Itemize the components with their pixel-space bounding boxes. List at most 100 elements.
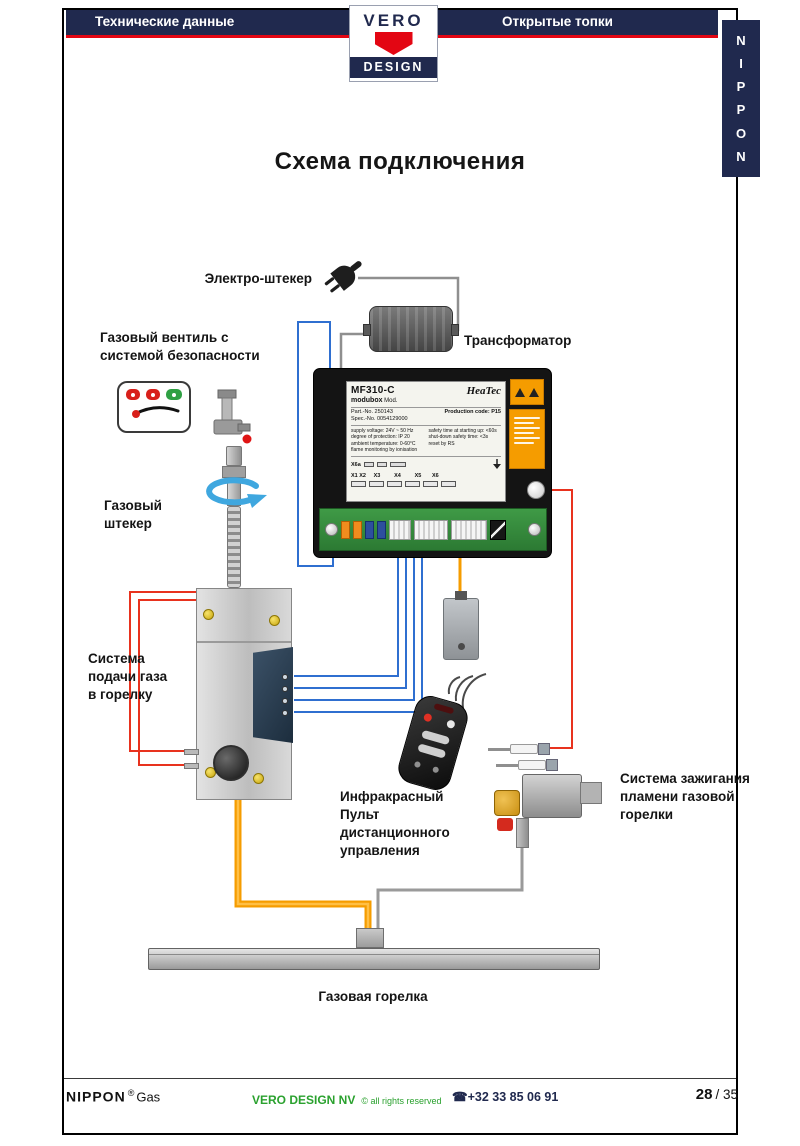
transformer-tab [363,324,371,336]
label-remote: Инфракрасный Пульт дистанционного управл… [340,789,450,858]
button-dot [131,392,136,397]
red-button-icon [146,389,161,400]
pin-connector [451,519,487,540]
wire-ignition-burner [376,846,524,946]
rotate-arrow-icon [206,477,267,508]
page-total: / 35 [715,1087,738,1102]
ignition-pipe [516,818,529,848]
red-button-icon [126,389,141,400]
connector-icon [363,462,374,468]
controller-model-block: MF310-C modubox Mod. [351,385,398,405]
valve-lever-icon [132,406,180,418]
orange-connector [353,520,362,539]
sticker-text-line [514,432,534,434]
receiver-lens-icon [458,643,465,650]
wiring-plate [253,647,293,743]
orange-connector [341,520,350,539]
logo-red-shield-icon [374,32,413,55]
warning-sticker-small [510,379,544,405]
yellow-screw-icon [253,773,264,784]
heatec-brand: HeaTec [466,385,501,397]
sticker-text-line [514,442,534,444]
ir-wave-icon [447,676,461,695]
gas-plug-assembly [206,446,267,588]
header-left-title: Технические данные [95,14,235,29]
controller-series: modubox [351,397,383,404]
plug-glyph [324,261,362,293]
controller-production-code: Production code: P15 [444,409,501,416]
button-dot [151,392,156,397]
ignition-valve-body [522,774,582,818]
pin-connector [389,519,411,540]
header-right-title: Открытые топки [502,14,613,29]
blue-connector [377,520,386,539]
ceramic-insulator [518,760,546,770]
screw-icon [528,523,541,536]
terminal-icon [423,480,438,487]
controller-terminal-legend: X6a X1 X2 X3 X4 X5 X6 [351,455,501,487]
wire-blue-loop [297,321,334,567]
label-electric-plug: Электро-штекер [204,271,312,286]
controller-specs-left: supply voltage: 24V ~ 50 Hz degree of pr… [351,427,418,454]
transformer-box [363,306,459,352]
remote-button [417,743,447,759]
label-burner: Газовая горелка [318,989,428,1004]
terminal-icon [351,480,366,487]
yellow-screw-icon [269,615,280,626]
wire-transformer [339,332,372,370]
diagonal-connector-icon [490,519,506,540]
sticker-text-line [514,437,540,439]
label-transformer: Трансформатор [464,333,572,348]
sticker-text-line [514,427,540,429]
terminal-icon [387,480,402,487]
footer-company-name: VERO DESIGN NV [252,1093,356,1107]
burner-connector [356,928,384,948]
controller-mod: Mod. [384,398,398,404]
reset-button [527,481,545,499]
ir-receiver-box [443,591,479,660]
footer-company: VERO DESIGN NV © all rights reserved [252,1091,442,1109]
wire-terminal [282,674,288,680]
logo-design-text: DESIGN [350,57,437,78]
remote-button [421,729,451,746]
label-ignition: Система зажигания пламени газовой горелк… [620,771,750,822]
wire-terminal [282,710,288,716]
hose-gas-highlight [236,798,370,946]
pin-connector [414,519,448,540]
electrode-pin [184,763,199,769]
receiver-connector [455,591,467,600]
valve-fitting-glyph [213,389,252,444]
controller-part-no: Part.-No. 250143 [351,409,393,416]
label-gas-supply: Система подачи газа в горелку [88,651,168,702]
electrode-tip [496,764,520,767]
warning-sticker-large [509,409,545,469]
terminal-icon [405,480,420,487]
electrode-pin [184,749,199,755]
wire-blue-1 [294,556,399,677]
registered-mark-icon: ® [127,1088,135,1098]
control-knob [213,745,249,781]
transformer-tab [451,324,459,336]
gas-plug-tip [226,446,242,466]
ceramic-insulator [510,744,538,754]
page-title: Схема подключения [274,148,526,175]
blue-connector [365,520,374,539]
footer-phone: ☎+32 33 85 06 91 [452,1090,559,1104]
electrode-nut [538,743,550,755]
burner-edge [149,954,599,955]
red-cap [497,818,513,831]
logo-vero-text: VERO [363,11,424,30]
wire-blue-3 [294,556,415,701]
ir-wave-icon [461,673,487,709]
label-gas-valve: Газовый вентиль с системой безопасности [100,330,260,363]
terminal-icon [441,480,456,487]
controller-model: MF310-C [351,385,395,396]
label-gas-plug: Газовый штекер [104,498,162,531]
remote-white-button [445,719,456,730]
wire-red-loop-2 [138,599,197,766]
footer-rights: © all rights reserved [361,1096,442,1106]
terminal-icons [351,480,501,487]
footer-brand: NIPPON®Gas [66,1088,160,1105]
gas-valve-fitting [202,386,254,455]
